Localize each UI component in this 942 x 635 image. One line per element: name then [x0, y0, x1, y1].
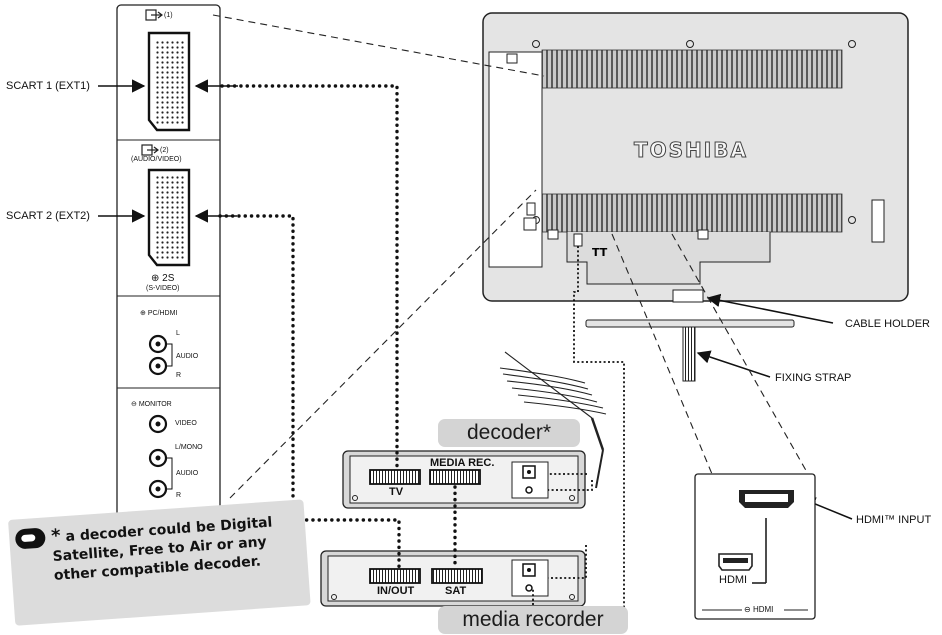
footnote-text: * a decoder could be Digital Satellite, … [51, 510, 305, 586]
rca-jack-icon [148, 334, 173, 376]
l-label: L [176, 330, 180, 337]
hdmi-port-label: HDMI [719, 574, 748, 586]
video-label: VIDEO [175, 420, 197, 427]
hdmi-footer-label: ⊖ HDMI [744, 606, 773, 614]
audio-label: AUDIO [176, 353, 199, 360]
lmono-label: L/MONO [175, 444, 203, 451]
scart2-socket [147, 168, 191, 267]
svideo-text: 2S [162, 273, 175, 284]
audio2-label: AUDIO [176, 470, 199, 477]
input-symbol-icon [145, 9, 163, 21]
footnote: * a decoder could be Digital Satellite, … [8, 499, 311, 626]
rf-cables [532, 246, 625, 618]
fixing-strap-label: FIXING STRAP [775, 372, 852, 384]
svideo-icon: ⊕ [151, 273, 163, 284]
pc-hdmi-label: ⊕ PC/HDMI [140, 310, 177, 318]
decoder-device [342, 450, 586, 509]
media-recorder-name: media recorder [438, 606, 628, 634]
hdmi-input-icon: ⊖ [744, 605, 753, 614]
recorder-sat-label: SAT [445, 585, 467, 597]
ext1-symbol-label: (1) [164, 12, 173, 19]
monitor-label: ⊖ MONITOR [131, 401, 172, 409]
monitor-output-icon: ⊖ [131, 401, 139, 408]
monitor-text: MONITOR [138, 401, 172, 408]
tv-back: TT [482, 12, 909, 382]
pc-hdmi-input-icon: ⊕ [140, 310, 148, 317]
scart2-label: SCART 2 (EXT2) [6, 210, 90, 222]
svideo-label: ⊕ 2S [151, 273, 174, 284]
side-panel [116, 4, 221, 521]
recorder-inout-label: IN/OUT [377, 585, 415, 597]
hdmi-panel [694, 473, 816, 620]
pointing-hand-icon [14, 527, 47, 550]
scart1-label: SCART 1 (EXT1) [6, 80, 90, 92]
ext2-sub-label: (AUDIO/VIDEO) [131, 156, 182, 163]
antenna-icon [499, 351, 607, 489]
scart1-socket [147, 31, 191, 132]
rca-jack-icon [148, 414, 173, 499]
input-symbol-icon [141, 144, 159, 156]
hdmi-footer-text: HDMI [752, 605, 774, 614]
r2-label: R [176, 492, 182, 499]
decoder-media-label: MEDIA REC. [430, 457, 495, 469]
media-recorder-device [320, 550, 586, 607]
hdmi-input-label: HDMI™ INPUT [856, 514, 932, 526]
svideo-sub-label: (S-VIDEO) [146, 285, 180, 292]
ext2-symbol-label: (2) [160, 147, 169, 154]
decoder-name: decoder* [438, 419, 580, 447]
cable-holder-label: CABLE HOLDER [845, 318, 930, 330]
svg-text:TT: TT [592, 246, 608, 259]
tv-brand: TOSHIBA [634, 138, 748, 163]
footnote-body: a decoder could be Digital Satellite, Fr… [52, 514, 273, 584]
footnote-star: * [50, 525, 62, 547]
decoder-tv-label: TV [389, 486, 404, 498]
r-label: R [176, 372, 182, 379]
pc-hdmi-text: PC/HDMI [147, 310, 178, 317]
